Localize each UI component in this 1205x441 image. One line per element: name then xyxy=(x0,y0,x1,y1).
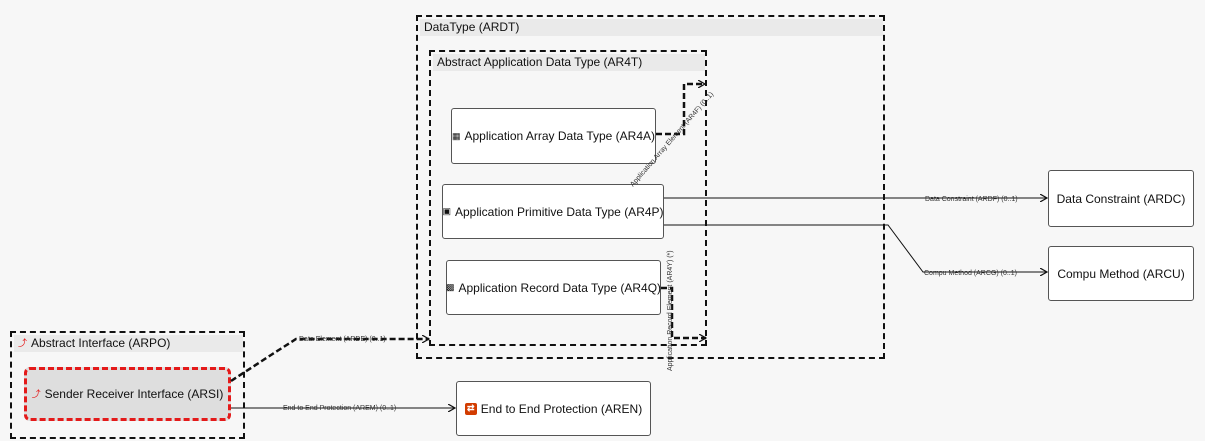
edge-record-element[interactable] xyxy=(661,286,706,338)
primitive-type-icon: ▣ xyxy=(442,206,451,216)
edge-array-element[interactable] xyxy=(656,84,705,136)
primitive-node-label: Application Primitive Data Type (AR4P) xyxy=(455,204,664,219)
abstract-interface-group-label: Abstract Interface (ARPO) xyxy=(31,336,171,350)
edge-data-element[interactable] xyxy=(230,339,429,383)
protection-icon: ⇄ xyxy=(464,402,477,415)
edge-compu-method[interactable] xyxy=(664,224,1047,272)
record-type-icon: ▩ xyxy=(445,282,455,292)
application-array-data-type-node[interactable]: ▦ Application Array Data Type (AR4A) xyxy=(451,108,656,164)
edge-label-compu-method: Compu Method (ARCG) (0..1) xyxy=(924,270,1017,277)
abstract-interface-group[interactable]: ⤴ Abstract Interface (ARPO) xyxy=(10,331,245,439)
sender-receiver-label: Sender Receiver Interface (ARSI) xyxy=(44,387,224,401)
record-node-label: Application Record Data Type (AR4Q) xyxy=(458,280,662,295)
array-type-icon: ▦ xyxy=(451,130,461,141)
datatype-group[interactable]: DataType (ARDT) xyxy=(416,15,885,359)
data-constraint-label: Data Constraint (ARDC) xyxy=(1056,191,1186,206)
broken-link-icon: ⤴ xyxy=(18,338,28,348)
sender-receiver-interface-node[interactable]: ⤴ Sender Receiver Interface (ARSI) xyxy=(24,367,231,421)
compu-method-label: Compu Method (ARCU) xyxy=(1057,266,1185,281)
end-to-end-protection-node[interactable]: ⇄ End to End Protection (AREN) xyxy=(456,381,651,436)
datatype-group-title: DataType (ARDT) xyxy=(420,19,883,36)
application-primitive-data-type-node[interactable]: ▣ Application Primitive Data Type (AR4P) xyxy=(442,184,664,239)
compu-method-node[interactable]: Compu Method (ARCU) xyxy=(1048,246,1194,301)
broken-link-icon: ⤴ xyxy=(31,388,41,399)
edge-label-data-element: Data Element (ARDE) (0..1) xyxy=(299,336,386,343)
edge-label-array-element: Application Array Element (AR4F) (0..1) xyxy=(629,91,715,188)
edge-label-data-constraint: Data Constraint (ARDF) (0..1) xyxy=(925,196,1018,203)
abstract-app-group-title: Abstract Application Data Type (AR4T) xyxy=(433,54,705,71)
abstract-app-group-label: Abstract Application Data Type (AR4T) xyxy=(437,55,643,69)
edge-label-record-element: Application Record Element (AR4Y) (*) xyxy=(667,250,674,371)
array-node-label: Application Array Data Type (AR4A) xyxy=(464,129,656,143)
datatype-group-label: DataType (ARDT) xyxy=(424,20,520,34)
abstract-interface-group-title: ⤴ Abstract Interface (ARPO) xyxy=(14,335,243,352)
e2e-node-label: End to End Protection (AREN) xyxy=(480,401,643,416)
data-constraint-node[interactable]: Data Constraint (ARDC) xyxy=(1048,170,1194,227)
application-record-data-type-node[interactable]: ▩ Application Record Data Type (AR4Q) xyxy=(446,260,661,315)
edge-label-e2e-protection: End to End Protection (AREM) (0..1) xyxy=(283,405,396,412)
